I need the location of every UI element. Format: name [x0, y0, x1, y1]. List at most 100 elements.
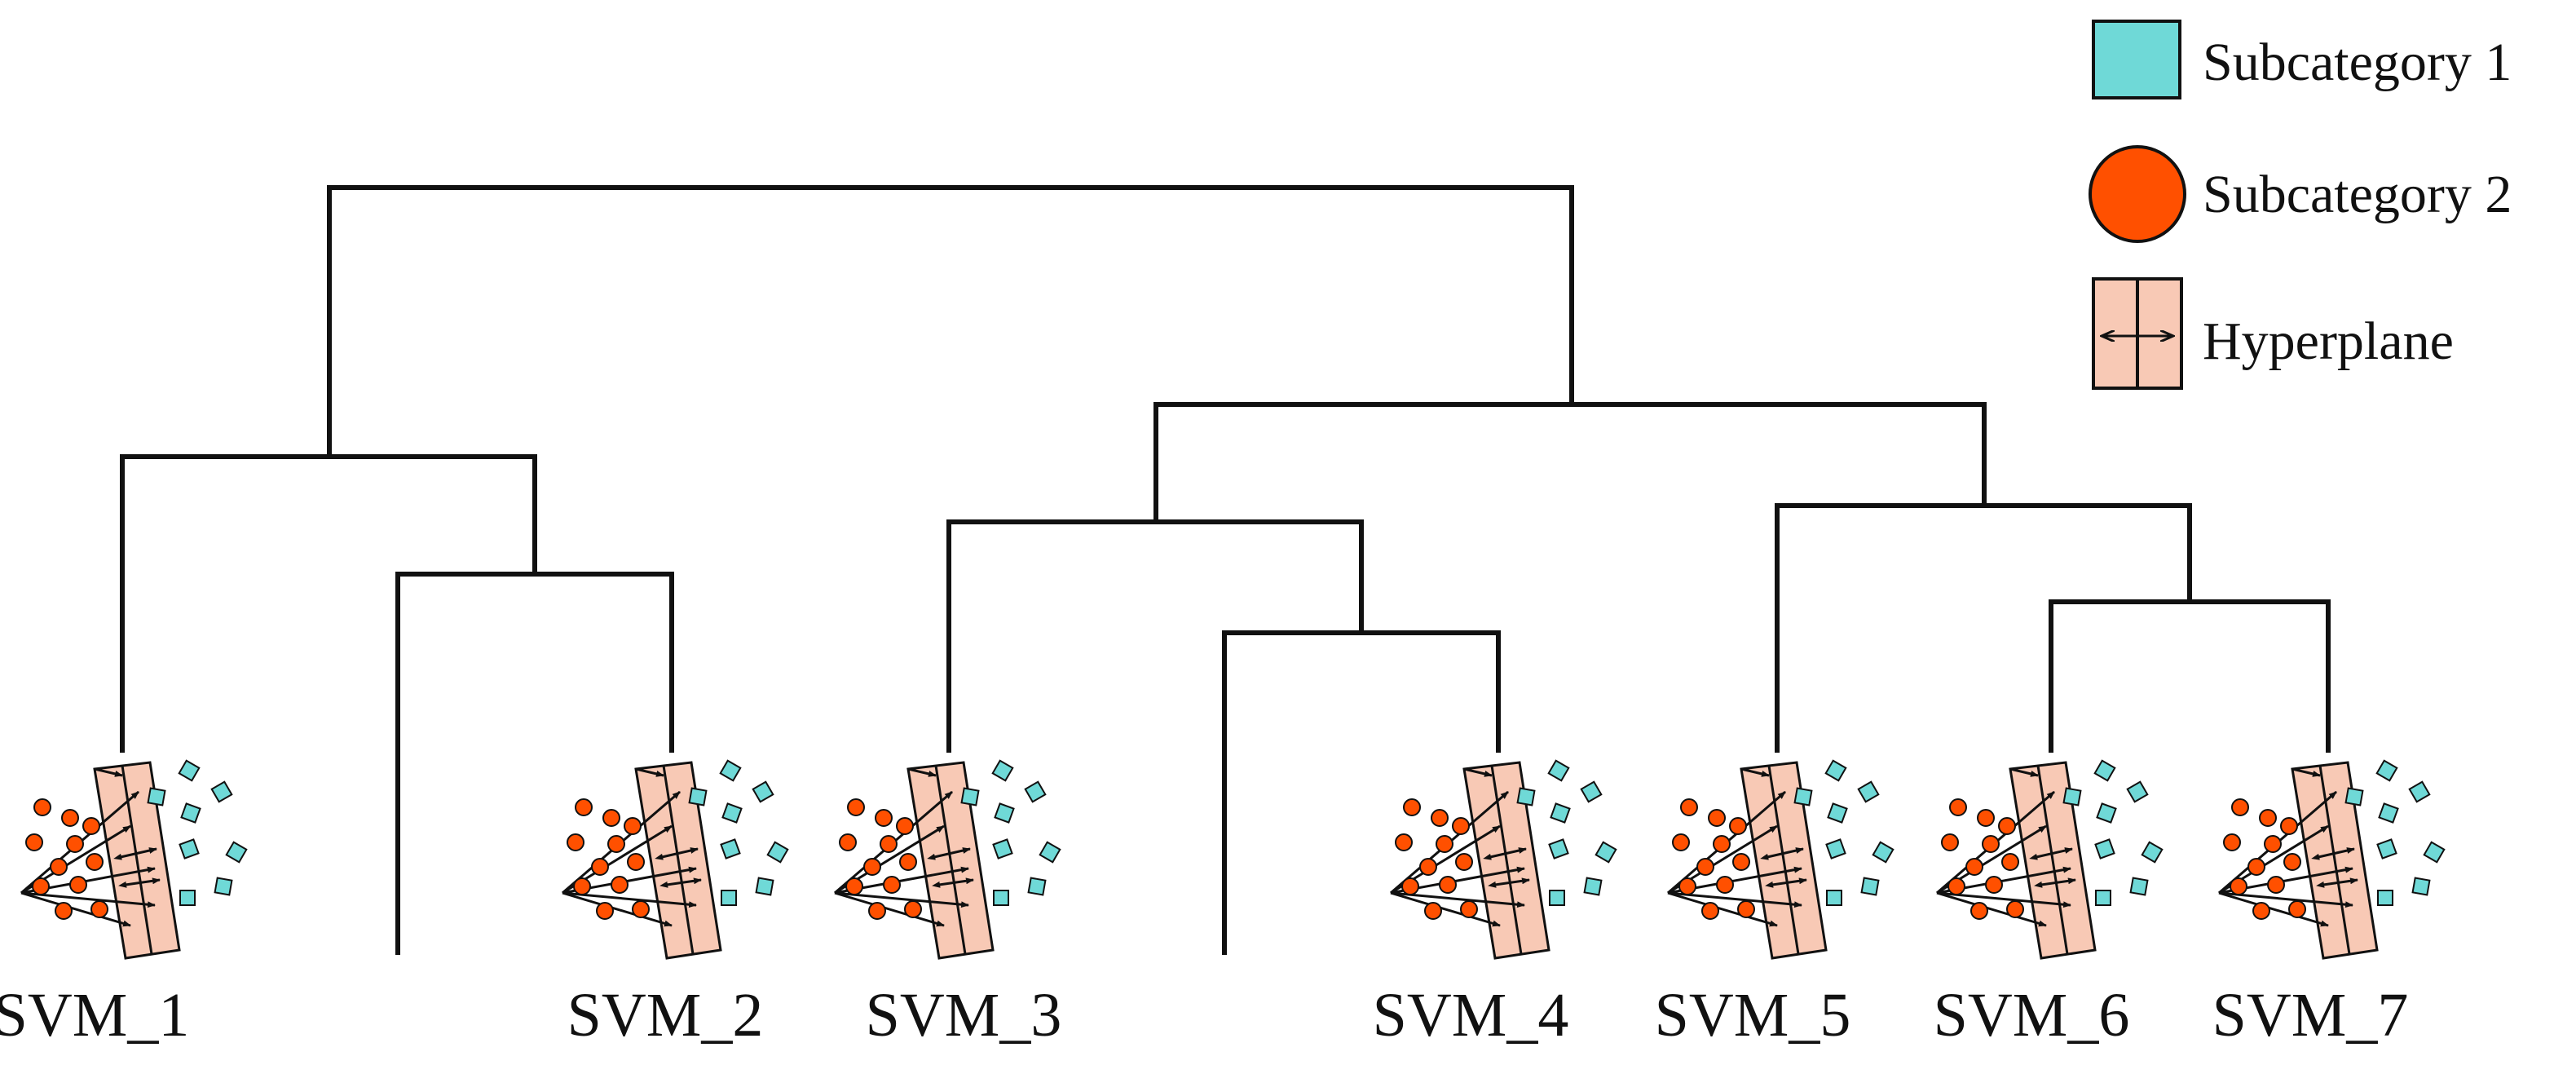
subcategory-2-point — [904, 900, 922, 918]
subcategory-1-point — [2376, 838, 2397, 860]
subcategory-1-point — [2096, 802, 2117, 824]
subcategory-1-point — [994, 802, 1015, 824]
subcategory-2-point — [883, 876, 901, 894]
subcategory-2-point — [1460, 900, 1478, 918]
subcategory-2-point — [2231, 798, 2249, 816]
subcategory-2-point — [591, 858, 609, 876]
subcategory-1-point — [2378, 802, 2399, 824]
subcategory-1-point — [1548, 838, 1569, 860]
support-vector-arrow — [635, 767, 664, 777]
margin-arrow — [1760, 847, 1804, 860]
legend-square-symbol — [2092, 20, 2181, 99]
subcategory-1-point — [1595, 841, 1617, 864]
subcategory-1-point — [147, 787, 166, 806]
subcategory-2-point — [1455, 853, 1473, 871]
subcategory-2-point — [1708, 809, 1726, 827]
subcategory-2-point — [1678, 877, 1696, 895]
subcategory-1-point — [1039, 841, 1061, 864]
subcategory-2-point — [2264, 835, 2282, 853]
subcategory-2-point — [624, 817, 642, 835]
subcategory-2-point — [69, 876, 87, 894]
support-vector-arrow — [20, 891, 156, 908]
subcategory-1-point — [1549, 890, 1565, 906]
subcategory-1-point — [1547, 759, 1570, 782]
support-vector-arrow — [2218, 891, 2353, 908]
leaf-label-svm-1: SVM_1 — [0, 981, 189, 1050]
subcategory-2-point — [1965, 858, 1983, 876]
support-vector-arrow — [94, 767, 123, 777]
subcategory-1-point — [1550, 802, 1571, 824]
subcategory-1-point — [179, 890, 196, 906]
svm-panel-svm-4 — [1390, 759, 1617, 960]
svm-panel-svm-5 — [1667, 759, 1895, 960]
legend-label-subcategory-2: Subcategory 2 — [2203, 165, 2512, 224]
subcategory-2-point — [1424, 902, 1442, 920]
legend-label-hyperplane: Hyperplane — [2203, 312, 2454, 371]
subcategory-2-point — [2001, 853, 2019, 871]
support-vector-arrow — [562, 891, 673, 927]
support-vector-arrow — [1667, 891, 1778, 927]
subcategory-1-point — [755, 877, 774, 896]
subcategory-2-point — [863, 858, 881, 876]
svm-panels — [20, 759, 2446, 960]
subcategory-2-point — [2259, 809, 2277, 827]
subcategory-1-point — [688, 787, 708, 806]
subcategory-2-point — [847, 798, 865, 816]
subcategory-2-point — [1941, 833, 1959, 851]
margin-arrow — [2029, 847, 2073, 860]
subcategory-2-point — [1436, 835, 1453, 853]
subcategory-2-point — [2230, 877, 2247, 895]
subcategory-1-point — [2344, 787, 2364, 806]
support-vector-arrow — [1390, 891, 1501, 927]
subcategory-2-point — [90, 900, 108, 918]
svm-panel-svm-6 — [1936, 759, 2164, 960]
legend-circle-symbol — [2089, 145, 2186, 243]
support-vector-arrow — [1936, 891, 2047, 927]
margin-arrow — [2311, 847, 2355, 860]
legend-label-subcategory-1: Subcategory 1 — [2203, 33, 2512, 92]
leaf-label-svm-7: SVM_7 — [2212, 981, 2409, 1050]
subcategory-2-point — [1970, 902, 1988, 920]
subcategory-2-point — [1680, 798, 1698, 816]
subcategory-2-point — [1672, 833, 1690, 851]
subcategory-2-point — [1403, 798, 1421, 816]
subcategory-2-point — [1401, 877, 1419, 895]
subcategory-2-point — [33, 798, 51, 816]
subcategory-1-point — [1825, 838, 1846, 860]
subcategory-1-point — [2375, 759, 2398, 782]
subcategory-1-point — [179, 838, 200, 860]
margin-arrow — [113, 847, 157, 860]
subcategory-1-point — [1024, 780, 1047, 803]
margin-arrow — [1488, 877, 1530, 888]
subcategory-1-point — [766, 841, 789, 864]
support-vector-arrow — [834, 891, 969, 908]
subcategory-2-point — [1713, 835, 1731, 853]
support-vector-arrow — [1667, 891, 1802, 908]
subcategory-2-point — [32, 877, 50, 895]
margin-arrow — [118, 877, 161, 888]
subcategory-1-point — [720, 838, 741, 860]
subcategory-2-point — [1998, 817, 2016, 835]
subcategory-2-point — [66, 835, 84, 853]
subcategory-1-point — [1580, 780, 1603, 803]
svm-panel-svm-7 — [2218, 759, 2446, 960]
subcategory-2-point — [611, 876, 629, 894]
subcategory-2-point — [845, 877, 863, 895]
support-vector-arrow — [2218, 891, 2329, 927]
support-vector-arrow — [1740, 767, 1770, 777]
subcategory-2-point — [632, 900, 650, 918]
subcategory-1-point — [752, 780, 774, 803]
subcategory-1-point — [214, 877, 233, 896]
margin-arrow — [927, 847, 971, 860]
subcategory-1-point — [1860, 877, 1880, 896]
leaf-labels: SVM_1 SVM_2 SVM_3 SVM_4 SVM_5 SVM_6 SVM_… — [0, 981, 2408, 1050]
subcategory-1-point — [960, 787, 980, 806]
subcategory-2-point — [1977, 809, 1995, 827]
subcategory-1-point — [2423, 841, 2446, 864]
support-vector-arrow — [1936, 891, 2071, 908]
subcategory-2-point — [55, 902, 73, 920]
subcategory-1-point — [1857, 780, 1880, 803]
subcategory-2-point — [1732, 853, 1750, 871]
subcategory-1-point — [1583, 877, 1603, 896]
subcategory-2-point — [2223, 833, 2241, 851]
